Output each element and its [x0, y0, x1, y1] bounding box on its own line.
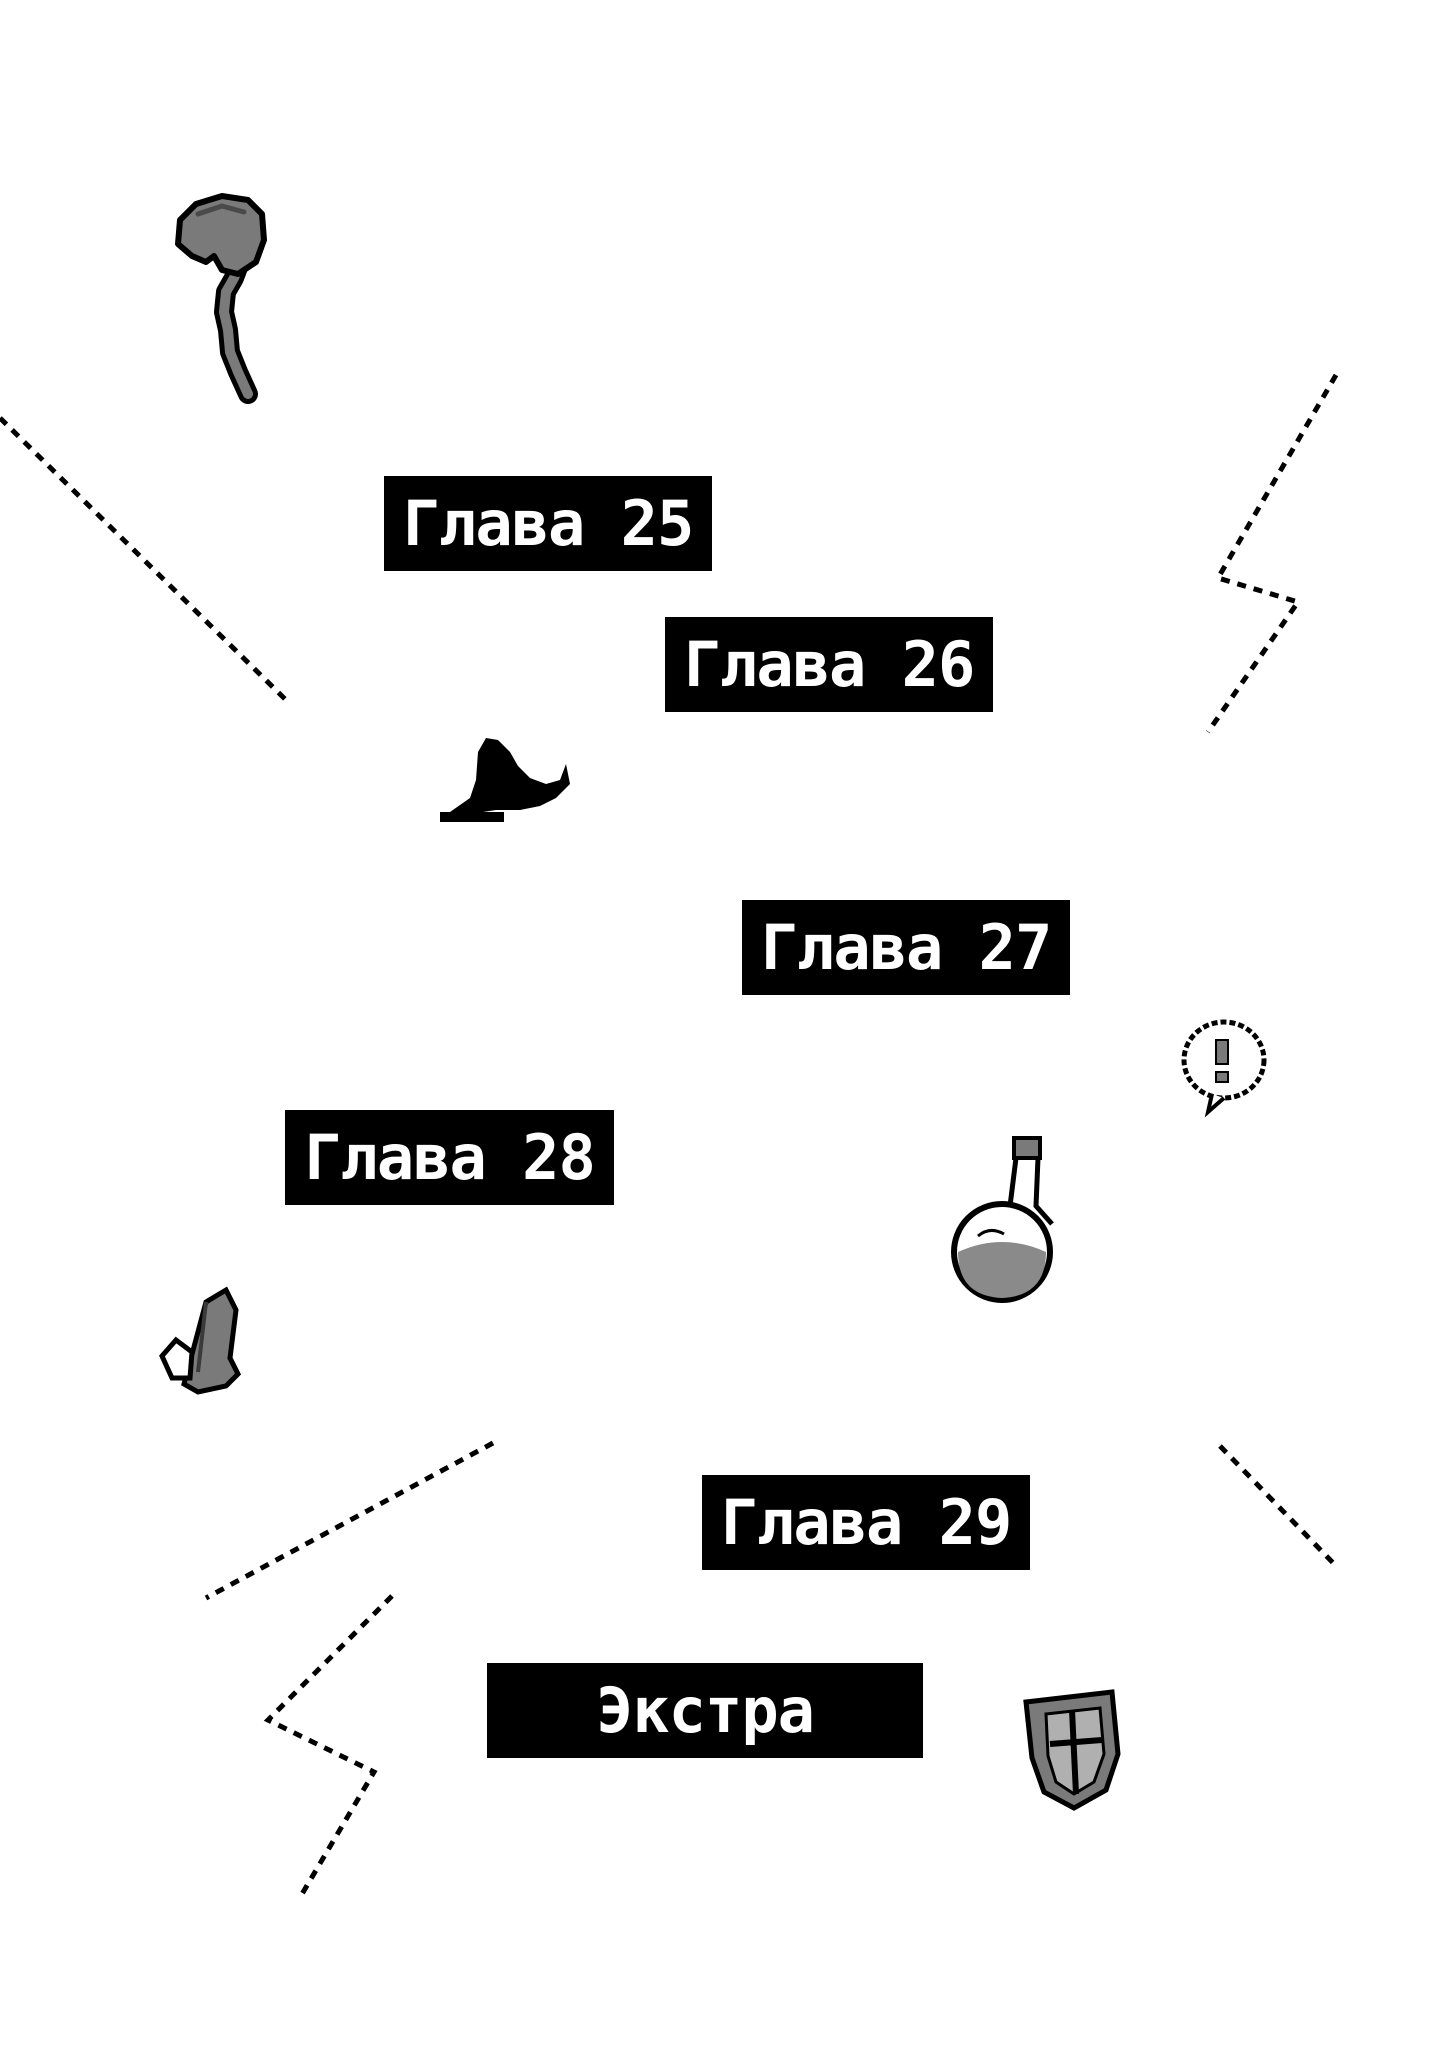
crystal-icon [159, 1286, 242, 1395]
chapter-28-label: Глава 28 [304, 1121, 596, 1194]
extra-chapter-label: Экстра [596, 1674, 815, 1747]
dashed-line-middle-right [1218, 1444, 1340, 1570]
dashed-line-bottom-left [263, 1594, 394, 1896]
chapter-25-label: Глава 25 [402, 487, 695, 560]
extra-chapter-button[interactable]: Экстра [487, 1663, 923, 1758]
exclamation-bubble-icon [1181, 1019, 1267, 1118]
magic-staff-icon [175, 193, 267, 404]
shield-icon [1023, 1689, 1121, 1811]
dashed-line-middle-left [204, 1440, 495, 1601]
chapter-29-label: Глава 29 [720, 1486, 1013, 1559]
potion-flask-icon [951, 1136, 1054, 1303]
chapter-27-button[interactable]: Глава 27 [742, 900, 1070, 995]
witch-hat-icon [440, 738, 570, 822]
chapter-26-label: Глава 26 [683, 628, 976, 701]
chapter-28-button[interactable]: Глава 28 [285, 1110, 614, 1205]
chapter-25-button[interactable]: Глава 25 [384, 476, 712, 571]
chapter-27-label: Глава 27 [760, 911, 1053, 984]
dashed-line-top-right [1205, 373, 1339, 734]
dashed-line-top-left [0, 416, 288, 702]
chapter-29-button[interactable]: Глава 29 [702, 1475, 1030, 1570]
chapter-26-button[interactable]: Глава 26 [665, 617, 993, 712]
